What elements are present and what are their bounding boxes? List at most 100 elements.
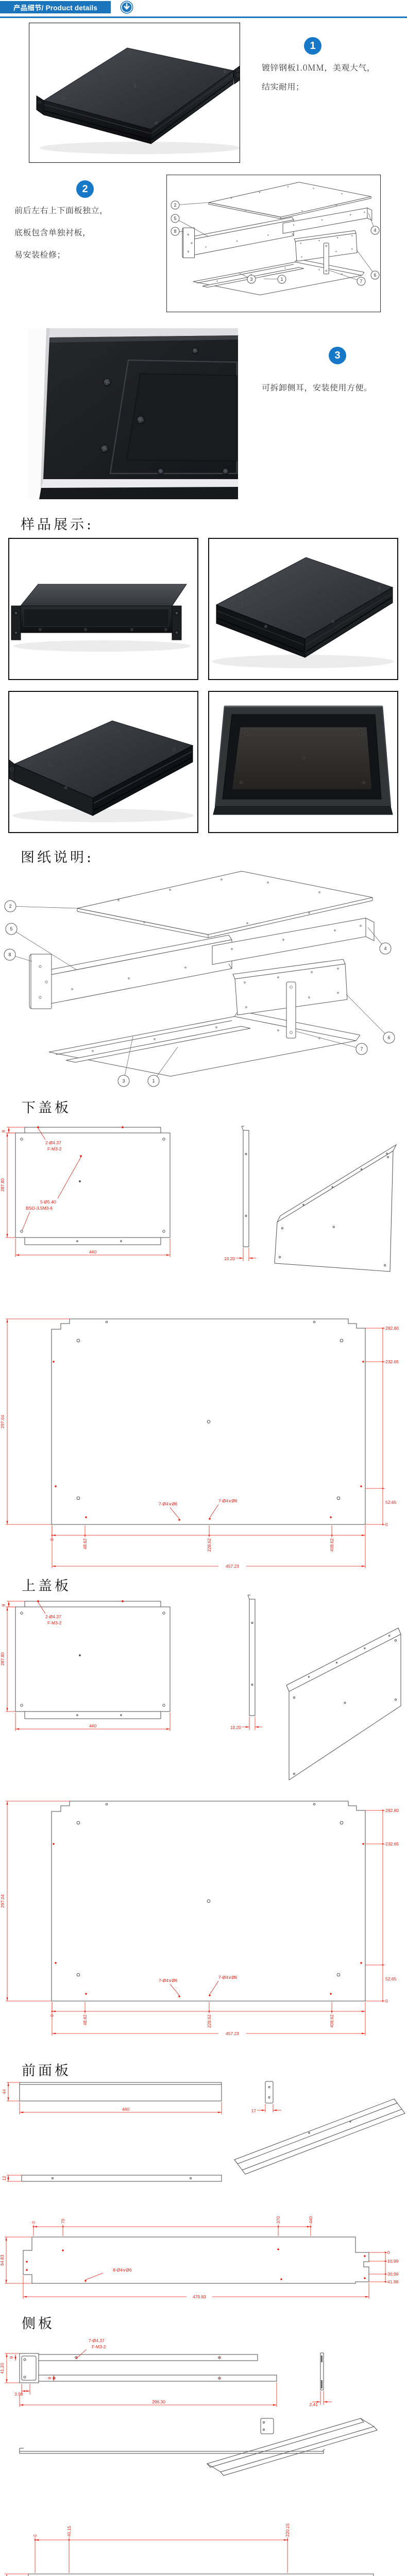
feature-3-number-badge: 3 <box>329 347 346 364</box>
balloon-number: 2 <box>174 202 176 208</box>
sample-photo-front-view <box>9 539 197 679</box>
dim-label: 17 <box>251 2108 257 2113</box>
dim-label: 7-Ø4.37 <box>89 2338 105 2343</box>
feature-1-photo-frame <box>29 23 240 163</box>
dim-label: 48.62 <box>82 1538 88 1550</box>
feature-1-line: 镀锌钢板1.0MM，美观大气， <box>262 61 376 73</box>
header-title-text: 产品细节/ Product details <box>13 2 98 12</box>
dim-label: 408.62 <box>329 1538 334 1552</box>
dim-label: 2-Ø4.37 <box>45 1614 61 1619</box>
feature-1-number: 1 <box>310 40 316 52</box>
dim-label: 297.04 <box>0 1415 5 1428</box>
feature-2-text: 前后左右上下面板独立， 底板包含单独衬板， 易安装检修； <box>14 199 169 265</box>
dim-label: 5-Ø5.40 <box>40 1199 56 1205</box>
dim-label: F-M3-2 <box>47 1620 62 1625</box>
dim-label: 287.80 <box>0 1178 5 1192</box>
dim-label: 40.15 <box>66 2526 72 2537</box>
dim-label: 0 <box>32 2534 38 2537</box>
dim-label: 52.65 <box>385 1976 397 1981</box>
feature-1-number-badge: 1 <box>304 37 321 55</box>
header-rule <box>0 16 407 18</box>
balloon-number: 6 <box>374 273 376 278</box>
feature-2-diagram-frame: 2 5 8 4 6 7 3 1 <box>166 175 381 312</box>
balloon-number: 7 <box>360 1046 363 1052</box>
dim-label: 9 <box>1 1604 6 1606</box>
balloon-number: 7 <box>360 279 362 284</box>
dim-label: 0 <box>385 1522 388 1527</box>
top-cover-heading: 上盖板 <box>22 1574 71 1595</box>
balloon-number: 8 <box>174 229 176 234</box>
balloon-number: 8 <box>8 952 11 957</box>
dim-label: 10.20 <box>230 1725 242 1730</box>
dim-label: 7-Ø4∨Ø6 <box>218 1975 238 1980</box>
dim-label: 0 <box>387 2250 390 2255</box>
down-arrow-icon-svg <box>120 1 133 14</box>
dim-label: 297.04 <box>0 1894 5 1908</box>
dim-label: 52.65 <box>385 1500 397 1505</box>
feature-1-text: 镀锌钢板1.0MM，美观大气， 结实耐用； <box>262 58 407 96</box>
dim-label: F-M3-2 <box>47 1146 62 1151</box>
front-panel-drawings: 44 440 17 12 0 70 370 440 64.83 470.83 0… <box>0 2081 405 2299</box>
feature-3-line: 可拆卸侧耳，安装使用方便。 <box>262 381 372 393</box>
balloon-number: 5 <box>10 926 12 931</box>
dim-label: 0 <box>31 2221 36 2224</box>
feature-1-line: 结实耐用； <box>262 80 304 92</box>
feature-2-line: 底板包含单独衬板， <box>14 226 91 238</box>
exploded-diagram-small: 2 5 8 4 6 7 3 1 <box>171 182 380 296</box>
dim-label: 457.23 <box>226 2031 239 2036</box>
dim-label: 10.20 <box>224 1256 235 1261</box>
dim-label: 3.50 <box>14 2392 23 2397</box>
dim-label: 9 <box>47 2377 52 2379</box>
feature-2-number-badge: 2 <box>76 180 94 198</box>
dim-label: 440 <box>89 1249 96 1255</box>
dim-label: 457.23 <box>226 1564 239 1569</box>
dim-label: 282.80 <box>385 1808 399 1813</box>
sample-photo-open-chassis <box>209 692 397 832</box>
dim-label: 41.20 <box>0 2363 5 2374</box>
balloon-number: 1 <box>152 1078 155 1083</box>
dim-label: 440 <box>89 1723 96 1728</box>
dim-label: BSO-3.5M3-6 <box>26 1206 53 1211</box>
dim-label: 370 <box>276 2216 281 2224</box>
dim-label: 7-Ø4∨Ø6 <box>159 1978 178 1983</box>
dim-label: 440 <box>308 2216 313 2224</box>
dim-label: 7-Ø4∨Ø6 <box>218 1498 238 1503</box>
dim-label: 41.98 <box>387 2279 399 2284</box>
dim-label: 220.15 <box>285 2523 290 2537</box>
dim-label: 70 <box>60 2218 65 2224</box>
dim-label: 0 <box>385 1998 388 2004</box>
dim-label: 232.65 <box>385 1841 399 1846</box>
dim-label: 296.30 <box>152 2399 165 2404</box>
bottom-cover-heading: 下盖板 <box>22 1096 71 1116</box>
header-title: 产品细节/ Product details <box>0 1 111 13</box>
dim-label: 9 <box>1 1130 6 1132</box>
feature-3-text: 可拆卸侧耳，安装使用方便。 <box>262 378 407 397</box>
dim-label: 228.62 <box>207 1538 212 1552</box>
top-cover-drawings: 9 287.80 440 2-Ø4.37 F-M3-2 10.20 297.04… <box>0 1595 401 2036</box>
front-panel-heading: 前面板 <box>22 2059 71 2079</box>
feature-2-number: 2 <box>82 183 88 195</box>
balloon-number: 1 <box>280 277 283 282</box>
dim-label: 64.83 <box>0 2255 5 2266</box>
dim-label: 2-Ø4.37 <box>45 1140 61 1145</box>
feature-2-line: 易安装检修； <box>14 248 66 260</box>
dim-label: 44 <box>2 2089 7 2094</box>
drawings-heading: 图纸说明: <box>21 846 94 866</box>
balloon-number: 2 <box>9 904 11 909</box>
samples-heading: 样品展示: <box>21 513 94 533</box>
product-photo-angled-chassis <box>29 23 240 162</box>
dim-label: 2.41 <box>309 2402 318 2407</box>
balloon-number: 4 <box>374 228 376 233</box>
feature-2-line: 前后左右上下面板独立， <box>14 204 108 216</box>
dim-label: 8-Ø4∨Ø6 <box>113 2267 132 2273</box>
down-arrow-icon[interactable] <box>120 1 133 14</box>
bottom-cover-drawings: 9 287.80 440 2-Ø4.37 F-M3-2 5-Ø5.40 BSO-… <box>0 1126 399 1569</box>
dim-label: F-M3-2 <box>92 2344 106 2349</box>
balloon-number: 3 <box>122 1078 125 1083</box>
dim-label: 232.65 <box>385 1359 399 1364</box>
dim-label: 48.62 <box>82 2014 88 2026</box>
dim-label: 287.80 <box>0 1652 5 1666</box>
dim-label: 470.83 <box>193 2294 206 2299</box>
dim-label: 282.80 <box>385 1326 399 1331</box>
